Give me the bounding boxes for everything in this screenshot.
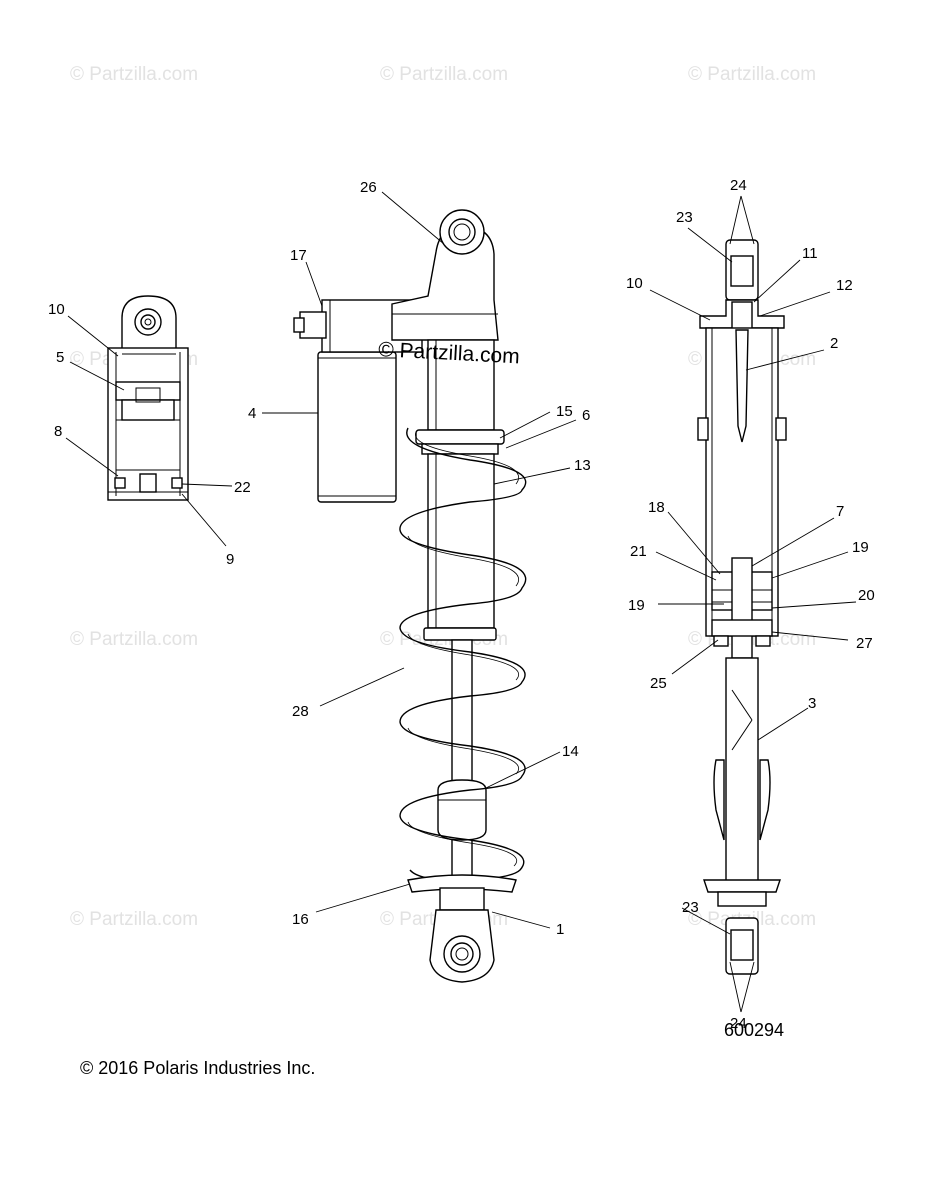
copyright-notice: © 2016 Polaris Industries Inc.: [80, 1058, 316, 1078]
callout-7: 7: [836, 503, 844, 520]
callout-6: 6: [582, 407, 590, 424]
callout-4: 4: [248, 405, 256, 422]
reservoir-section: [107, 295, 189, 501]
watermark: © Partzilla.com: [688, 64, 816, 85]
watermark: © Partzilla.com: [70, 64, 198, 85]
callout-10: 10: [48, 301, 65, 318]
callout-28: 28: [292, 703, 309, 720]
callout-22: 22: [234, 479, 251, 496]
callout-27: 27: [856, 635, 873, 652]
callout-19-right: 19: [852, 539, 869, 556]
callout-23-top: 23: [676, 209, 693, 226]
callout-13: 13: [574, 457, 591, 474]
callout-5: 5: [56, 349, 64, 366]
callout-11: 11: [802, 245, 818, 262]
watermark: © Partzilla.com: [70, 629, 198, 650]
callout-19-left: 19: [628, 597, 645, 614]
callout-10-right: 10: [626, 275, 643, 292]
callout-16: 16: [292, 911, 309, 928]
callout-2: 2: [830, 335, 838, 352]
callout-8: 8: [54, 423, 62, 440]
callout-20: 20: [858, 587, 875, 604]
diagram-number: 600294: [724, 1020, 785, 1040]
shock-assembly: [293, 209, 527, 983]
watermark-center: © Partzilla.com: [378, 338, 521, 368]
callout-25: 25: [650, 675, 667, 692]
callout-23-bottom: 23: [682, 899, 699, 916]
callout-21: 21: [630, 543, 647, 560]
callout-12: 12: [836, 277, 853, 294]
callout-18: 18: [648, 499, 665, 516]
callout-14: 14: [562, 743, 579, 760]
callout-1: 1: [556, 921, 564, 938]
leader-lines: [65, 191, 857, 1013]
callout-26: 26: [360, 179, 377, 196]
watermark: © Partzilla.com: [380, 64, 508, 85]
callout-labels: 10 5 8 22 9 26 17 4 15 6 13 28 14 16 1 2…: [48, 177, 875, 1032]
watermark: © Partzilla.com: [70, 909, 198, 930]
callout-9: 9: [226, 551, 234, 568]
callout-17: 17: [290, 247, 307, 264]
callout-24-bottom: 24: [730, 1015, 747, 1032]
callout-15: 15: [556, 403, 573, 420]
callout-3: 3: [808, 695, 816, 712]
callout-24-top: 24: [730, 177, 747, 194]
shock-cutaway: [697, 239, 787, 975]
